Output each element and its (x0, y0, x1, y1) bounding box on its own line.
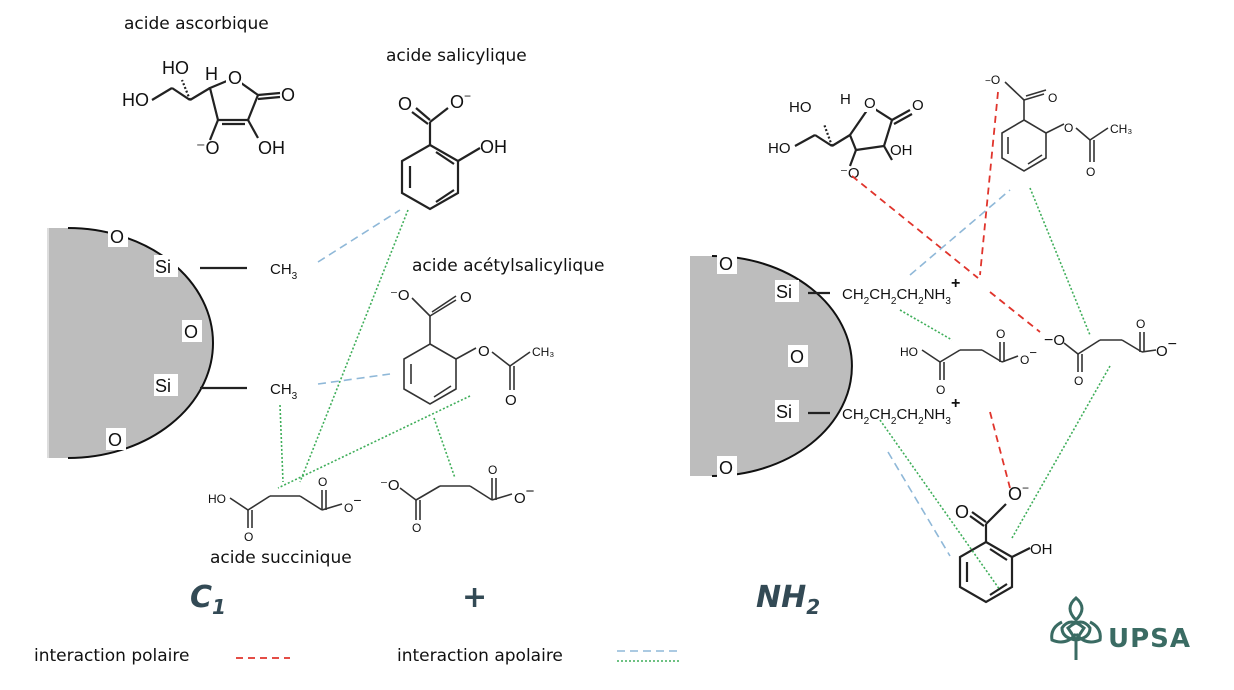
atom-label: HO (789, 99, 812, 116)
salicylate-structure-right: O O− OH (955, 481, 1053, 604)
right-interaction-lines (851, 91, 1111, 591)
atom-o: O (719, 254, 733, 274)
ascorbate-structure-right: HO HO H O O ⁻O OH (768, 91, 924, 182)
title-acetylsalicylic-acid: acide acétylsalicylique (412, 256, 605, 276)
atom-label: OH (258, 138, 285, 158)
left-interaction-lines (277, 209, 471, 489)
atom-label: −O (985, 73, 1000, 87)
silica-particle-nh2: O Si O Si O CH2CH2CH2NH3+ CH2CH2CH2NH3+ (690, 252, 960, 478)
legend-polar-label: interaction polaire (34, 646, 190, 666)
title-ascorbic-acid: acide ascorbique (124, 14, 269, 34)
atom-label: O (412, 521, 421, 535)
aminopropyl-chain: CH2CH2CH2NH3+ (842, 395, 960, 427)
atom-label: O (1086, 165, 1095, 179)
succinic-acid-right: HO O O O− (900, 327, 1037, 397)
atom-label: O− (1020, 345, 1037, 367)
atom-label: O (1064, 121, 1073, 135)
title-succinic-acid: acide succinique (210, 548, 352, 568)
atom-label: O (244, 530, 253, 544)
atom-label: O (996, 327, 1005, 341)
atom-label: O (228, 68, 242, 88)
atom-o: O (184, 322, 198, 342)
atom-label: O (281, 85, 295, 105)
atom-label: HO (162, 58, 189, 78)
plus-sign: + (462, 580, 488, 615)
acetylsalicylic-acid-structure: ⁻O O O CH₃ O (390, 287, 554, 409)
atom-label: CH₃ (532, 345, 554, 359)
atom-label: CH₃ (1110, 122, 1132, 136)
silica-particle-c1: O Si O Si O CH3 CH3 (47, 225, 298, 459)
atom-si: Si (155, 376, 171, 396)
ascorbic-acid-structure: HO HO H O O ⁻O OH (122, 58, 295, 158)
atom-label: O (1136, 317, 1145, 331)
atom-si: Si (155, 257, 171, 277)
upsa-clover-icon (1050, 596, 1102, 660)
atom-si: Si (776, 282, 792, 302)
legend-apolar-label: interaction apolaire (397, 646, 563, 666)
atom-label: HO (208, 492, 226, 506)
atom-label: O (936, 383, 945, 397)
atom-label: ⁻O (196, 138, 220, 158)
salicylic-acid-structure: O O− OH (398, 89, 507, 211)
atom-label: H (840, 91, 851, 108)
atom-label: O (505, 392, 517, 409)
atom-label: O− (344, 492, 362, 515)
atom-label: HO (900, 345, 918, 359)
upsa-logo-text: UPSA (1108, 624, 1192, 654)
atom-label: O− (514, 483, 535, 507)
atom-label: O (1074, 374, 1083, 388)
atom-o: O (110, 227, 124, 247)
atom-label: ⁻O (390, 287, 410, 304)
atom-label: O (864, 95, 876, 112)
atom-label: O (488, 463, 497, 477)
atom-label: O− (450, 89, 471, 112)
atom-label: O (460, 289, 472, 306)
acetylsalicylate-structure-right: −O O O CH₃ O (985, 73, 1132, 179)
atom-label: O (398, 94, 412, 114)
succinic-acid-structure: HO O O O− (208, 475, 362, 544)
methyl-label: CH3 (270, 381, 298, 402)
phase-label-c1: C1 (190, 580, 226, 619)
atom-label: O (912, 97, 924, 114)
methyl-label: CH3 (270, 261, 298, 282)
atom-o: O (108, 430, 122, 450)
succinate-dianion-right: −O O O O− (1044, 317, 1177, 388)
atom-label: O (478, 343, 490, 360)
atom-label: O− (1156, 336, 1177, 360)
atom-label: ⁻O (380, 477, 400, 494)
atom-label: HO (768, 140, 791, 157)
atom-label: OH (480, 137, 507, 157)
title-salicylic-acid: acide salicylique (386, 46, 527, 66)
phase-label-nh2: NH2 (756, 580, 821, 619)
succinate-dianion-structure: ⁻O O O O− (380, 463, 535, 535)
atom-si: Si (776, 402, 792, 422)
atom-label: O (955, 502, 969, 522)
atom-label: HO (122, 90, 149, 110)
atom-o: O (719, 458, 733, 478)
atom-label: O (318, 475, 327, 489)
atom-label: O− (1008, 481, 1029, 504)
atom-label: H (205, 64, 218, 84)
atom-label: −O (1044, 332, 1065, 349)
aminopropyl-chain: CH2CH2CH2NH3+ (842, 275, 960, 307)
atom-label: OH (1030, 541, 1053, 558)
atom-label: O (1048, 91, 1057, 105)
legend-swatches (236, 650, 680, 662)
atom-o: O (790, 347, 804, 367)
atom-label: OH (890, 142, 913, 159)
